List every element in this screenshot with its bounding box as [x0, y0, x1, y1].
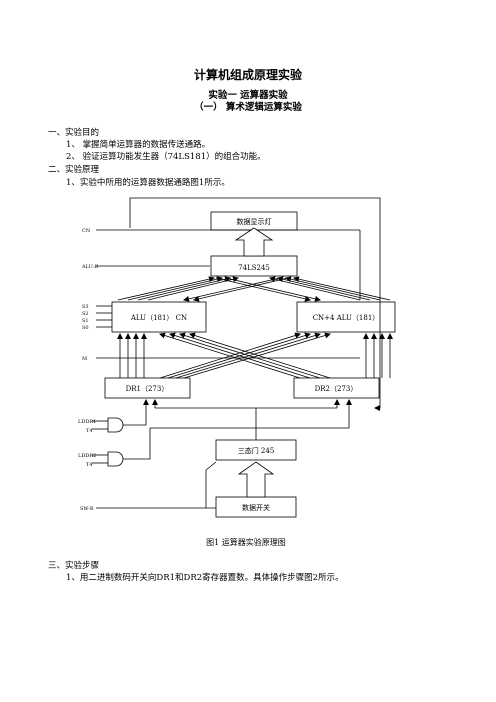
- heading-principle: 二、实验原理: [48, 165, 100, 175]
- alu-left-block: [111, 301, 207, 333]
- alu-left-label: ALU（181） CN: [130, 314, 187, 322]
- dr1-label: DR1（273）: [126, 385, 169, 393]
- dr1-block: [104, 377, 191, 399]
- document-title: 计算机组成原理实验: [193, 68, 302, 82]
- display-label: 数据显示灯: [237, 217, 272, 226]
- s3-label: S3: [82, 304, 89, 310]
- lddr2-label: LDDR2: [78, 453, 96, 459]
- purpose-item-2: 2、 验证运算功能发生器（74LS181）的组合功能。: [66, 152, 266, 162]
- section-title: （一） 算术逻辑运算实验: [194, 102, 302, 113]
- output-bus-arrow: [234, 227, 274, 257]
- heading-steps: 三、实验步骤: [48, 561, 100, 571]
- and-gate-dr2: [107, 451, 124, 467]
- s2-label: S2: [82, 311, 89, 317]
- alu-b-label: ALU-B: [81, 264, 98, 270]
- lddr1-label: LDDR1: [78, 419, 96, 425]
- m-label: M: [82, 356, 87, 362]
- experiment-title: 实验一 运算器实验: [208, 90, 288, 101]
- t4-label-2: T4: [86, 462, 93, 468]
- alu-right-label: CN+4 ALU（181）: [313, 314, 380, 322]
- dr2-label: DR2（273）: [315, 385, 358, 393]
- tristate-label: 三态门 245: [238, 446, 275, 455]
- buffer-label: 74LS245: [238, 264, 270, 272]
- s0-label: S0: [82, 325, 89, 331]
- dr2-block: [293, 377, 380, 399]
- steps-item-1: 1、用二进制数码开关向DR1和DR2寄存器置数。具体操作步骤图2所示。: [66, 573, 344, 583]
- switch-label: 数据开关: [242, 503, 270, 512]
- alu-to-buffer-lines: [117, 276, 391, 301]
- input-bus-arrow: [237, 461, 275, 498]
- alu-right-block: [296, 301, 396, 333]
- cn-label: CN: [82, 228, 91, 234]
- dr-to-alu-lines: [117, 332, 393, 379]
- and-gate-dr1: [107, 417, 124, 433]
- purpose-item-1: 1、 掌握简单运算器的数据传送通路。: [66, 140, 211, 150]
- figure-caption: 图1 运算器实验原理图: [206, 537, 286, 547]
- sw-b-label: SW-B: [80, 506, 94, 512]
- s1-label: S1: [82, 318, 89, 324]
- t4-label-1: T4: [86, 428, 93, 434]
- feedback-loop-line: [129, 197, 381, 411]
- principle-item-1: 1、实验中所用的运算器数据通路图1所示。: [66, 178, 230, 188]
- heading-purpose: 一、实验目的: [48, 128, 100, 138]
